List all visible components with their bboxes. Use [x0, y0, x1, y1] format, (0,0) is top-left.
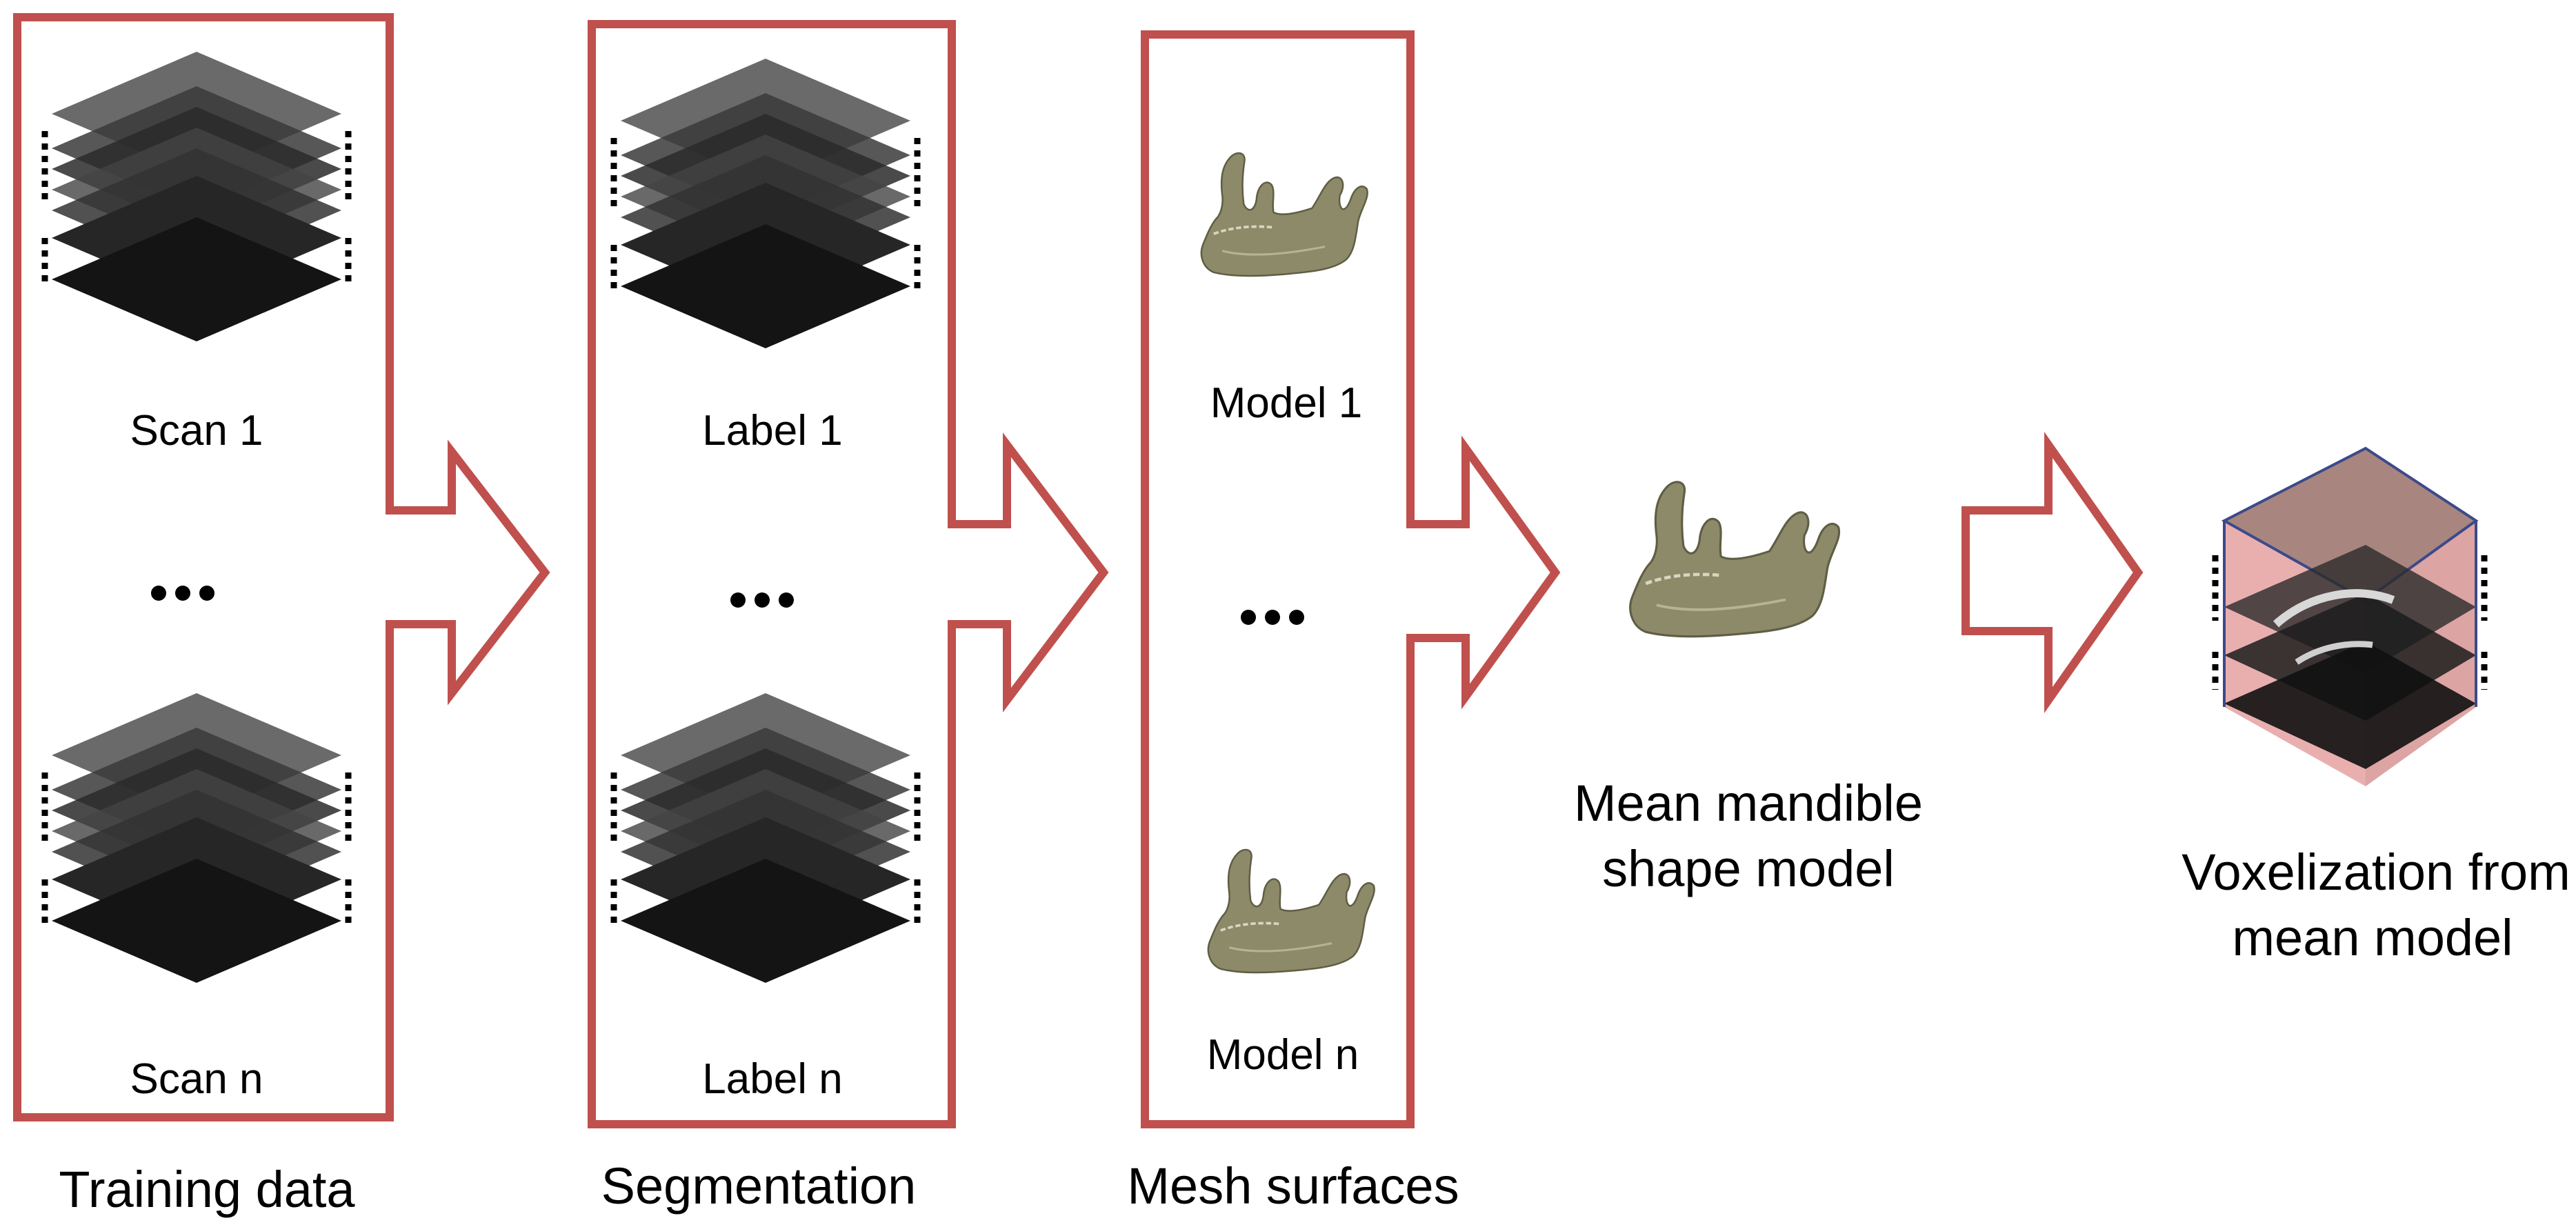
- label-n-label: Label n: [702, 1055, 842, 1103]
- model-n-label: Model n: [1207, 1031, 1359, 1079]
- ellipsis-icon: [1241, 610, 1304, 625]
- stage-segmentation: Label 1 Label n Segmentation: [588, 20, 1109, 1215]
- slice-stack-icon: [614, 59, 917, 348]
- scan-n-label: Scan n: [130, 1055, 263, 1103]
- label-1-label: Label 1: [702, 407, 842, 455]
- model-1-label: Model 1: [1210, 379, 1363, 427]
- slice-stack-icon: [45, 693, 348, 983]
- scan-1-label: Scan 1: [130, 407, 263, 455]
- mean-model-caption-line2: shape model: [1602, 840, 1895, 897]
- slice-stack-icon: [45, 52, 348, 341]
- training-caption: Training data: [59, 1161, 355, 1218]
- mandible-icon: [1630, 482, 1839, 637]
- training-frame: [13, 13, 550, 1121]
- segmentation-frame: [588, 20, 1109, 1128]
- segmentation-caption: Segmentation: [601, 1157, 917, 1215]
- slice-stack-icon: [614, 693, 917, 983]
- stage-mesh: Model 1 Model n Mesh surfaces: [1127, 30, 1561, 1215]
- mean-model-caption-line1: Mean mandible: [1574, 775, 1923, 832]
- mandible-icon: [1200, 152, 1369, 277]
- mesh-frame: [1141, 30, 1561, 1128]
- voxelization-caption-line1: Voxelization from: [2181, 844, 2570, 901]
- mean-model: Mean mandible shape model: [1574, 482, 1923, 897]
- stage-training: Scan 1 Scan n Training data: [13, 13, 550, 1218]
- mandible-icon: [1207, 848, 1376, 974]
- mesh-caption: Mesh surfaces: [1127, 1157, 1459, 1215]
- voxelization-caption-line2: mean model: [2232, 909, 2513, 966]
- ellipsis-icon: [730, 592, 794, 608]
- voxelization: Voxelization from mean model: [2181, 844, 2570, 966]
- voxel-cube-icon: [2212, 446, 2488, 786]
- flow-arrow-icon: [1961, 432, 2144, 713]
- ellipsis-icon: [151, 586, 214, 601]
